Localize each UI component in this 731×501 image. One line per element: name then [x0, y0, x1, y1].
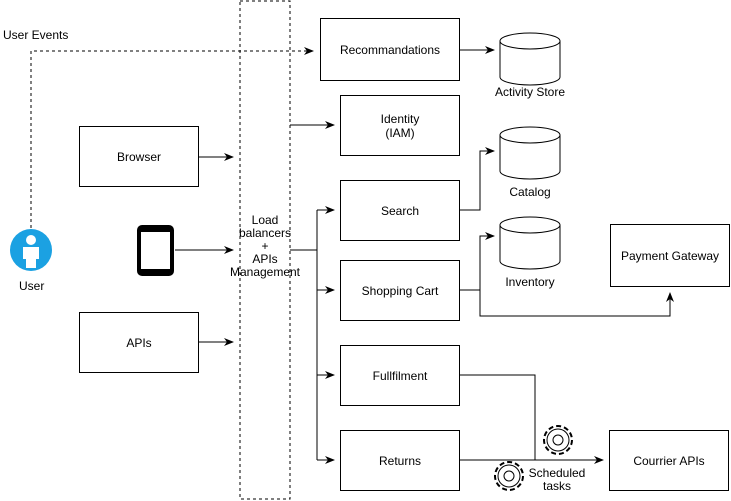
user-events-label: User Events: [3, 28, 69, 42]
tasks-line: tasks: [542, 479, 571, 493]
load-balancer-container: [239, 0, 291, 500]
identity-box[interactable]: Identity (IAM): [340, 95, 460, 156]
apis-box[interactable]: APIs: [79, 312, 199, 373]
gear-icon: [494, 461, 524, 491]
load-balancer-label: Load balancers + APIs Management: [229, 214, 301, 279]
user-icon: [10, 229, 52, 271]
browser-box[interactable]: Browser: [79, 126, 199, 187]
identity-sublabel: (IAM): [385, 125, 415, 140]
cart-to-payment-arrow: [479, 290, 674, 317]
lb-line: Management: [229, 265, 301, 279]
payment-gateway-box[interactable]: Payment Gateway: [610, 224, 730, 287]
scheduled-tasks-label: Scheduled tasks: [524, 467, 590, 493]
fullfilment-box[interactable]: Fullfilment: [340, 345, 460, 406]
returns-label: Returns: [378, 453, 422, 468]
lb-line: Load: [251, 213, 279, 227]
gear-icon: [543, 425, 573, 455]
mobile-phone-icon: [137, 225, 174, 276]
courrier-apis-label: Courrier APIs: [633, 453, 705, 468]
lb-line: +: [261, 239, 269, 253]
payment-gateway-label: Payment Gateway: [620, 248, 720, 263]
lb-line: balancers: [238, 226, 292, 240]
inventory-label: Inventory: [505, 275, 555, 289]
apis-label: APIs: [126, 335, 152, 350]
search-to-catalog-arrow: [460, 147, 495, 211]
database-icon: [499, 126, 561, 180]
search-box[interactable]: Search: [340, 180, 460, 241]
lb-line: APIs: [252, 252, 278, 266]
database-icon: [499, 32, 561, 86]
scheduled-line: Scheduled: [528, 466, 586, 480]
recommandations-label: Recommandations: [339, 42, 441, 57]
shopping-cart-label: Shopping Cart: [361, 283, 439, 298]
cart-to-inventory-arrow: [460, 232, 495, 291]
shopping-cart-box[interactable]: Shopping Cart: [340, 260, 460, 321]
recommandations-box[interactable]: Recommandations: [320, 18, 460, 81]
lb-bus-line: [290, 210, 318, 460]
identity-label: Identity: [380, 111, 420, 126]
search-label: Search: [380, 203, 420, 218]
user-label: User: [19, 279, 45, 293]
fullfilment-to-courrier-arrow: [460, 374, 604, 464]
catalog-label: Catalog: [509, 185, 551, 199]
user-events-connector: [30, 47, 314, 228]
activity-store-label: Activity Store: [494, 85, 566, 99]
returns-box[interactable]: Returns: [340, 430, 460, 491]
fullfilment-label: Fullfilment: [372, 368, 428, 383]
courrier-apis-box[interactable]: Courrier APIs: [609, 430, 729, 491]
database-icon: [499, 216, 561, 270]
browser-label: Browser: [116, 149, 161, 164]
